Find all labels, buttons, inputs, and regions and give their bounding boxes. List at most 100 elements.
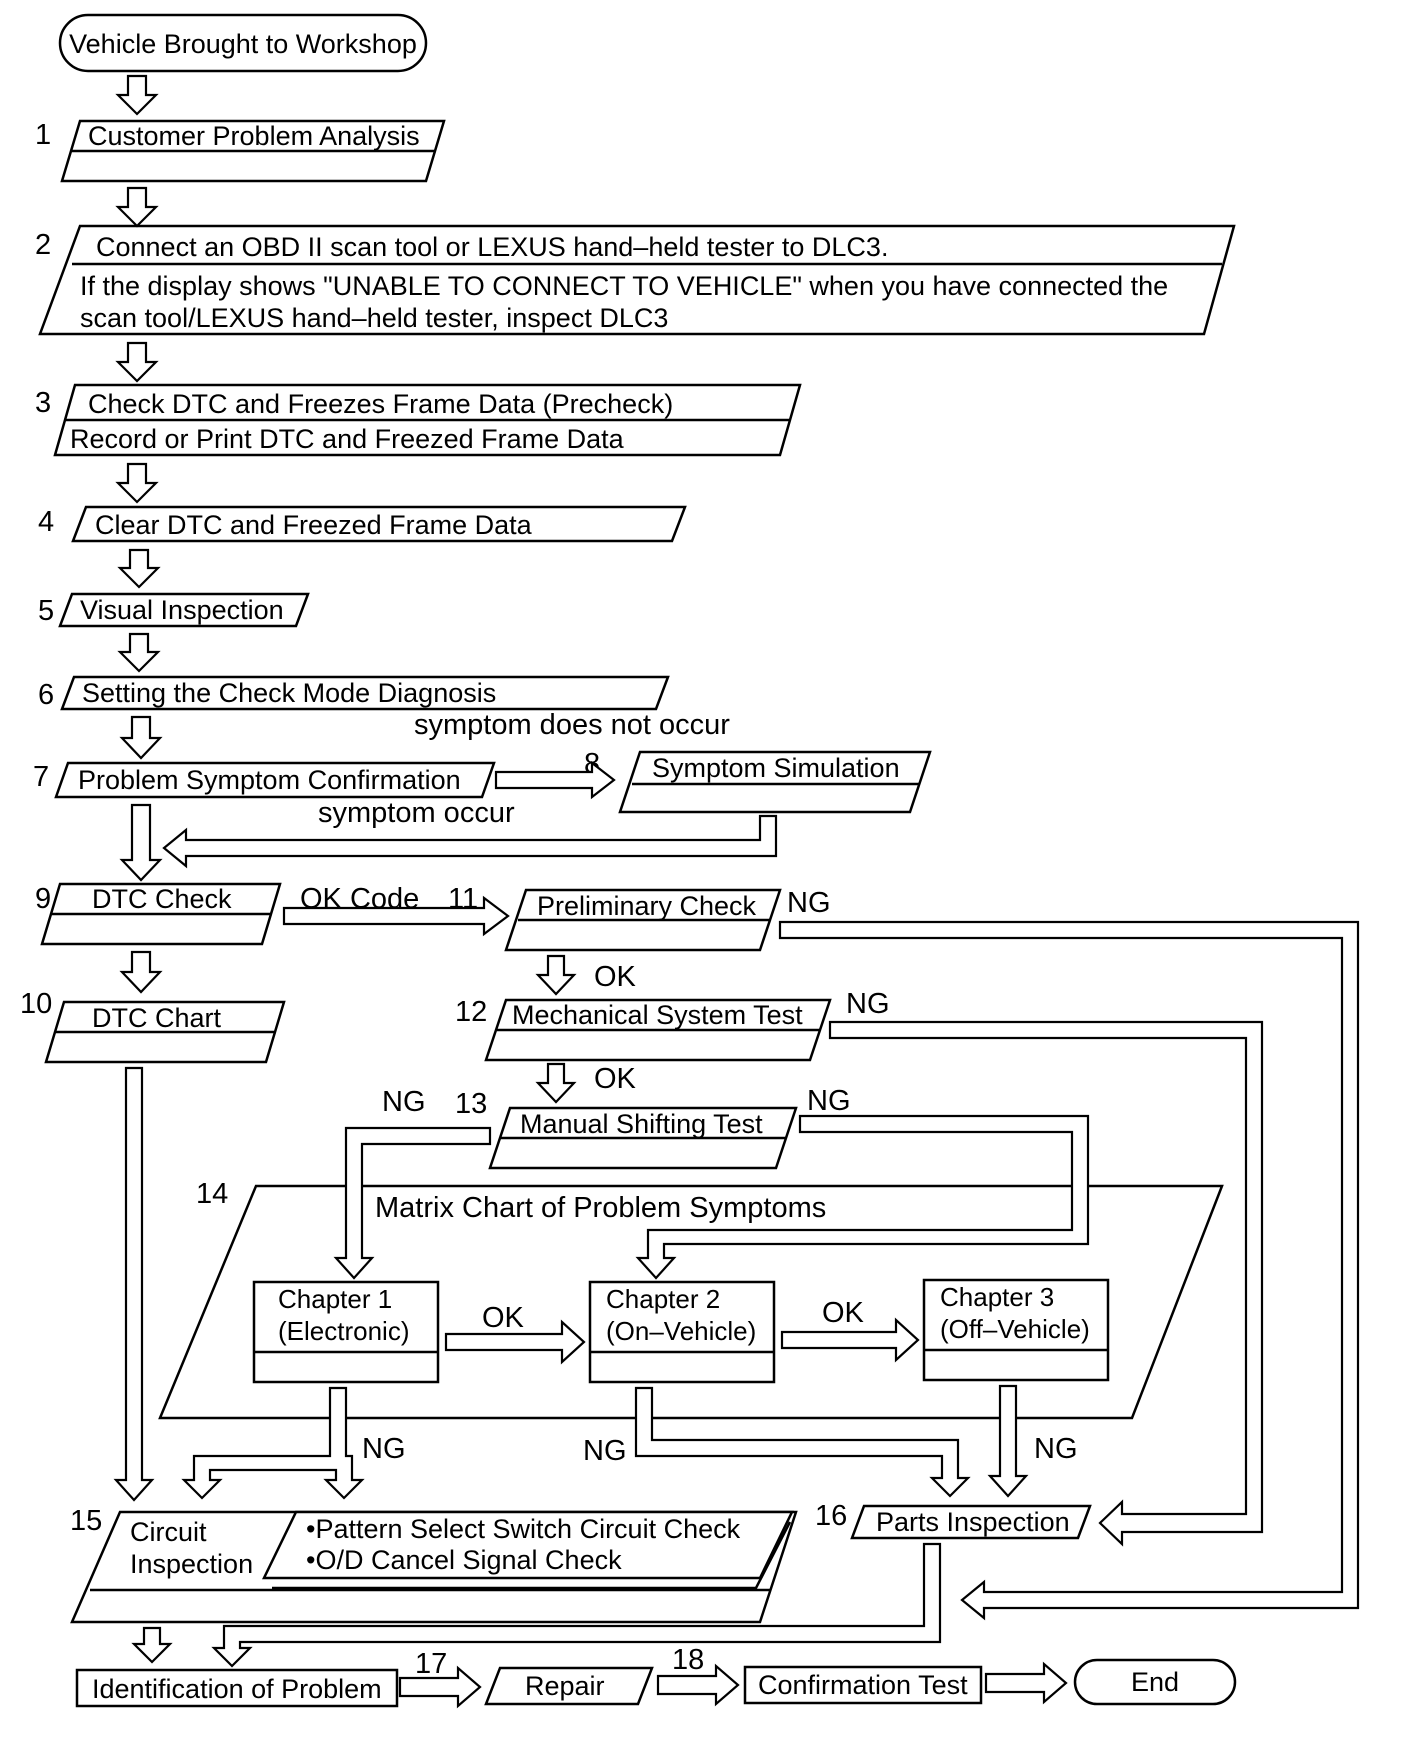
step-14-label: Matrix Chart of Problem Symptoms (375, 1192, 826, 1224)
step-5-number: 5 (38, 595, 54, 627)
step-1-number: 1 (35, 119, 51, 151)
step-10-label: DTC Chart (92, 1003, 222, 1033)
arrow-start-to-1 (115, 74, 159, 116)
step-7-box (54, 761, 496, 799)
step-9-label: DTC Check (92, 884, 232, 914)
chapter-2-line2: (On–Vehicle) (606, 1316, 756, 1346)
step-6-box (60, 675, 670, 711)
step-8-box (618, 750, 932, 814)
arrow-12-ng-to-16 (828, 1020, 1264, 1547)
arrow-7-to-9 (119, 803, 163, 882)
arrow-repair-to-confirmation (656, 1663, 740, 1707)
step-3-line1: Check DTC and Freezes Frame Data (Preche… (88, 389, 673, 419)
chapter-2-ok-label: OK (822, 1297, 865, 1329)
step-4-label: Clear DTC and Freezed Frame Data (95, 510, 533, 540)
chapter-3-ng-label: NG (1034, 1433, 1078, 1465)
step-18-label: Confirmation Test (758, 1670, 968, 1700)
step-17-number: 17 (415, 1648, 447, 1680)
step-3-number: 3 (35, 387, 51, 419)
step-16-box (850, 1504, 1092, 1540)
arrow-chapter2-to-chapter3 (780, 1317, 920, 1363)
arrow-12-to-13 (535, 1062, 577, 1104)
step-6-number: 6 (38, 679, 54, 711)
step-10-number: 10 (20, 988, 52, 1020)
step-11-ng-label: NG (787, 887, 831, 919)
step-1-label: Customer Problem Analysis (88, 121, 420, 151)
step-8-label: Symptom Simulation (652, 753, 900, 783)
identification-box (75, 1668, 399, 1708)
start-label: Vehicle Brought to Workshop (69, 29, 417, 59)
step-12-ng-label: NG (846, 988, 890, 1020)
step-15-number: 15 (70, 1505, 102, 1537)
arrow-13-ng-to-chapter1 (333, 1126, 492, 1280)
step-3-line2: Record or Print DTC and Freezed Frame Da… (70, 424, 625, 454)
arrow-chapter2-ng-to-16 (634, 1386, 971, 1498)
step-4-number: 4 (38, 506, 54, 538)
step-13-ng-left-label: NG (382, 1086, 426, 1118)
chapter-3-box (922, 1278, 1110, 1382)
step-2-line3: scan tool/LEXUS hand–held tester, inspec… (80, 303, 668, 333)
step-15-line2: Inspection (130, 1549, 253, 1579)
step-5-label: Visual Inspection (80, 595, 284, 625)
arrow-11-to-12 (535, 954, 577, 996)
step-2-line2: If the display shows "UNABLE TO CONNECT … (80, 271, 1168, 301)
step-17-label: Repair (525, 1671, 605, 1701)
arrow-8-return (162, 814, 778, 869)
step-11-ok-label: OK (594, 961, 637, 993)
step-15-sub2: •O/D Cancel Signal Check (306, 1545, 622, 1575)
step-2-number: 2 (35, 229, 51, 261)
step-12-ok-label: OK (594, 1063, 637, 1095)
step-13-ng-right-label: NG (807, 1085, 851, 1117)
chapter-1-line1: Chapter 1 (278, 1284, 392, 1314)
chapter-2-ng-label: NG (583, 1435, 627, 1467)
arrow-7-to-8 (494, 760, 616, 800)
arrow-chapter3-ng-to-16 (987, 1384, 1029, 1498)
arrow-chapter1-to-chapter2 (444, 1319, 586, 1365)
identification-label: Identification of Problem (92, 1674, 382, 1704)
step-7-number: 7 (33, 761, 49, 793)
arrow-15-to-identification (131, 1626, 173, 1664)
arrow-11-ng-to-16 (778, 920, 1360, 1621)
step-2-box (38, 224, 1236, 336)
step-6-label: Setting the Check Mode Diagnosis (82, 678, 496, 708)
chapter-1-box (252, 1280, 440, 1384)
chapter-1-ng-label: NG (362, 1433, 406, 1465)
step-2-line1: Connect an OBD II scan tool or LEXUS han… (96, 232, 888, 262)
step-13-label: Manual Shifting Test (520, 1109, 763, 1139)
chapter-3-line1: Chapter 3 (940, 1282, 1054, 1312)
end-terminal (1073, 1658, 1237, 1706)
step-5-box (58, 592, 310, 628)
step-18-box (743, 1665, 983, 1705)
step-17-box (484, 1666, 654, 1706)
arrow-5-to-6 (117, 632, 161, 673)
step-12-number: 12 (455, 996, 487, 1028)
step-11-label: Preliminary Check (537, 891, 757, 921)
end-label: End (1131, 1667, 1179, 1697)
arrow-9-to-10 (119, 950, 163, 994)
step-4-box (71, 505, 687, 543)
start-terminal (58, 13, 428, 73)
arrow-confirmation-to-end (984, 1661, 1068, 1705)
arrow-3-to-4 (115, 462, 159, 504)
arrow-chapter1-ng-to-15 (181, 1386, 365, 1500)
step-16-number: 16 (815, 1500, 847, 1532)
step-13-number: 13 (455, 1088, 487, 1120)
step-7-label: Problem Symptom Confirmation (78, 765, 461, 795)
chapter-2-line1: Chapter 2 (606, 1284, 720, 1314)
arrow-2-to-3 (115, 341, 159, 383)
chapter-1-ok-label: OK (482, 1302, 525, 1334)
arrow-10-to-15 (113, 1066, 155, 1502)
step-15-sub1: •Pattern Select Switch Circuit Check (306, 1514, 741, 1544)
arrow-13-ng-to-chapter2 (635, 1114, 1090, 1280)
arrow-16-to-identification (211, 1542, 942, 1668)
arrow-1-to-2 (115, 186, 159, 228)
arrow-6-to-7 (119, 715, 163, 760)
arrow-4-to-5 (117, 548, 161, 589)
step-14-number: 14 (196, 1178, 228, 1210)
step-16-label: Parts Inspection (876, 1507, 1070, 1537)
arrow-9-to-11 (282, 895, 510, 937)
symptom-not-occur-label: symptom does not occur (414, 709, 730, 741)
step-12-label: Mechanical System Test (512, 1000, 803, 1030)
step-9-number: 9 (35, 883, 51, 915)
